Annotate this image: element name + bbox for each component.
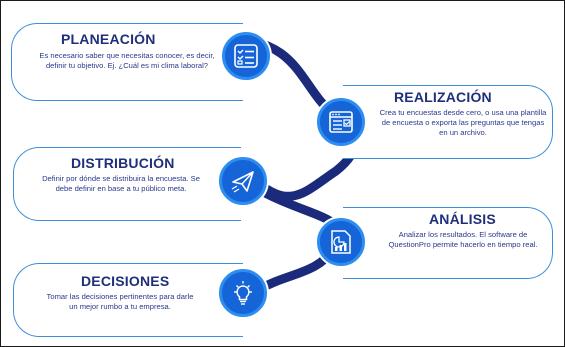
node-planeacion: [222, 32, 270, 80]
paper-plane-icon: [231, 171, 254, 193]
card-decisiones: [13, 263, 243, 337]
checklist-icon: [234, 44, 258, 68]
node-realizacion: [317, 98, 365, 146]
card-planeacion: [11, 23, 243, 101]
step-desc-distribucion: Definir por dónde se distribuira la encu…: [42, 174, 200, 193]
card-distribucion: [13, 147, 241, 221]
web-form-icon: [329, 111, 353, 133]
step-title-decisiones: DECISIONES: [81, 273, 170, 289]
step-title-analisis: ANÁLISIS: [429, 211, 496, 227]
lightbulb-icon: [234, 281, 252, 305]
card-realizacion: [343, 85, 553, 159]
step-desc-decisiones: Tomar las decisiones pertinentes para da…: [46, 292, 194, 311]
node-distribucion: [219, 157, 267, 205]
node-analisis: [317, 218, 365, 266]
step-desc-realizacion: Crea tu encuestas desde cero, o usa una …: [379, 108, 547, 137]
step-desc-planeacion: Es necesario saber que necesitas conocer…: [39, 51, 215, 70]
card-analisis: [343, 207, 553, 279]
step-desc-analisis: Analizar los resultados. El software de …: [388, 230, 538, 249]
step-title-realizacion: REALIZACIÓN: [394, 89, 492, 105]
node-decisiones: [219, 269, 267, 317]
step-title-planeacion: PLANEACIÓN: [61, 31, 156, 47]
report-chart-icon: [331, 230, 351, 254]
step-title-distribucion: DISTRIBUCIÓN: [71, 155, 175, 171]
